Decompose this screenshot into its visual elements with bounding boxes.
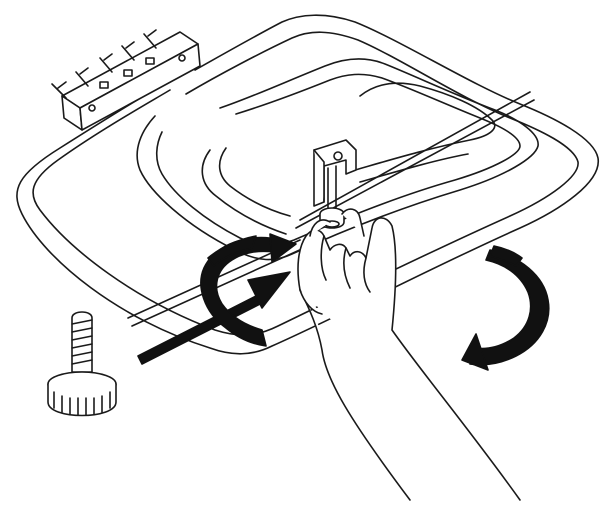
bracket-icon xyxy=(313,139,357,229)
rotate-arrow-icon xyxy=(200,233,297,347)
thumb-screw-icon xyxy=(47,311,117,417)
heating-element-icon xyxy=(16,14,599,355)
terminal-block-icon xyxy=(51,29,201,131)
rotate-arrow-icon xyxy=(461,245,550,371)
hand-icon xyxy=(297,208,521,501)
